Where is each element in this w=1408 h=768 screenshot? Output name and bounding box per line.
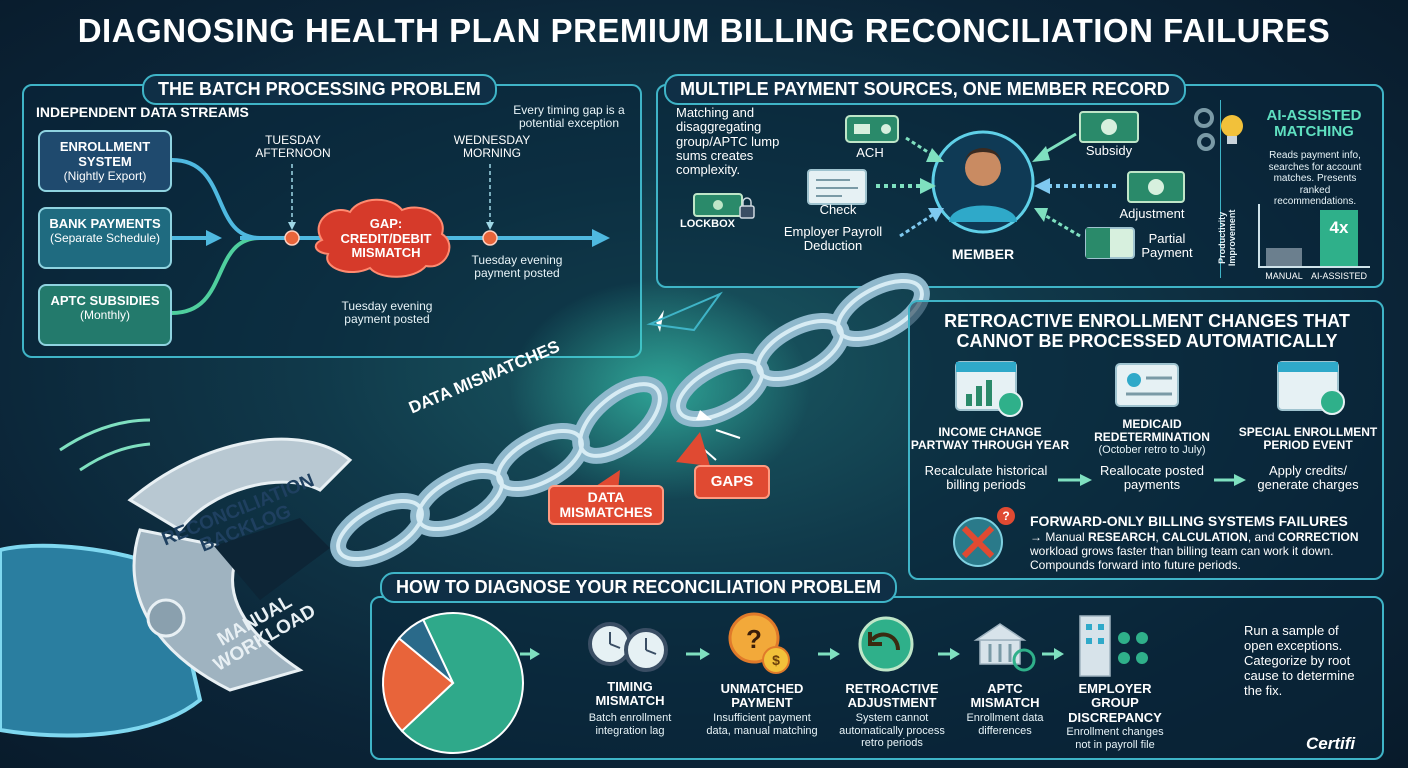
bar-manual: [1266, 248, 1302, 266]
retro-action-reallocate: Reallocate posted payments: [1099, 463, 1205, 493]
retro-action-credits: Apply credits/ generate charges: [1257, 463, 1359, 493]
tuesday-label: TUESDAY AFTERNOON: [255, 133, 331, 161]
retro-icons: [955, 361, 1345, 417]
stream-bank: BANK PAYMENTS (Separate Schedule): [38, 207, 172, 269]
ai-axis-label: Productivity Improvement: [1217, 209, 1237, 267]
partial-label: Partial Payment: [1141, 231, 1193, 261]
retro-arrows: [1058, 474, 1246, 486]
batch-heading: THE BATCH PROCESSING PROBLEM: [142, 74, 497, 105]
subsidy-label: Subsidy: [1085, 143, 1133, 158]
pie-slice-0: [400, 612, 524, 754]
streams-label: INDEPENDENT DATA STREAMS: [36, 104, 249, 120]
root-cause-pie: [382, 612, 524, 754]
chain-illustration: [0, 272, 930, 738]
payments-intro: Matching and disaggregating group/APTC l…: [676, 105, 780, 178]
check-label: Check: [819, 202, 857, 217]
ai-chart-baseline: [1258, 266, 1370, 268]
step-retro-sub: System cannot automatically process retr…: [839, 712, 945, 750]
gap-cloud-label: GAP: CREDIT/DEBIT MISMATCH: [340, 216, 432, 261]
step-timing-title: TIMING MISMATCH: [595, 679, 665, 709]
retro-event-income: INCOME CHANGE PARTWAY THROUGH YEAR: [910, 425, 1070, 453]
diagnose-advice: Run a sample of open exceptions. Categor…: [1244, 623, 1355, 698]
fail-title: FORWARD-ONLY BILLING SYSTEMS FAILURES: [1030, 513, 1348, 529]
step-employer-title: EMPLOYER GROUP DISCREPANCY: [1068, 681, 1162, 725]
step-employer-sub: Enrollment changes not in payroll file: [1066, 726, 1164, 751]
svg-text:?: ?: [746, 624, 762, 654]
adjustment-label: Adjustment: [1119, 206, 1185, 221]
step-timing-sub: Batch enrollment integration lag: [588, 712, 672, 737]
bar-ai: [1320, 210, 1358, 266]
ai-chart-axis: [1258, 204, 1260, 268]
gaps-tag: GAPS: [694, 465, 770, 499]
fail-desc: → Manual RESEARCH, CALCULATION, and CORR…: [1030, 530, 1359, 572]
svg-text:?: ?: [1002, 509, 1009, 523]
retro-event-medicaid-sub: (October retro to July): [1098, 444, 1206, 456]
wednesday-label: WEDNESDAY MORNING: [453, 133, 531, 161]
fail-arrow-icon: →: [1030, 530, 1046, 544]
posted-below: Tuesday evening payment posted: [341, 299, 433, 327]
fail-x-icon: ?: [953, 507, 1015, 567]
gear-bulb-icon: [1194, 108, 1243, 151]
brand-logo: Certifi: [1306, 734, 1356, 753]
stream-aptc: APTC SUBSIDIES (Monthly): [38, 284, 172, 346]
step-unmatched-sub: Insufficient payment data, manual matchi…: [706, 712, 818, 737]
step-aptc-title: APTC MISMATCH: [970, 681, 1040, 711]
diagnose-heading: HOW TO DIAGNOSE YOUR RECONCILIATION PROB…: [380, 572, 898, 603]
payments-heading: MULTIPLE PAYMENT SOURCES, ONE MEMBER REC…: [664, 74, 1186, 105]
retro-action-recalc: Recalculate historical billing periods: [924, 463, 1048, 493]
lockbox-label: LOCKBOX: [680, 218, 735, 230]
batch-flow-lines: [171, 158, 610, 315]
step-unmatched-title: UNMATCHED PAYMENT: [720, 681, 804, 711]
bar-ai-label: AI-ASSISTED: [1310, 271, 1367, 281]
posted-right: Tuesday evening payment posted: [471, 253, 563, 281]
employer-label: Employer Payroll Deduction: [783, 224, 883, 254]
pie-slice-1: [382, 636, 455, 733]
retro-heading: RETROACTIVE ENROLLMENT CHANGES THAT CANN…: [944, 311, 1350, 351]
ai-desc: Reads payment info, searches for account…: [1268, 150, 1362, 207]
svg-text:$: $: [772, 652, 780, 668]
diagnose-step-icons: ? $: [588, 612, 1148, 677]
ach-label: ACH: [856, 145, 884, 160]
step-retro-title: RETROACTIVE ADJUSTMENT: [845, 681, 939, 711]
retro-event-medicaid: MEDICAID REDETERMINATION: [1094, 417, 1210, 445]
bar-manual-label: MANUAL: [1265, 271, 1303, 281]
payment-icons: [693, 111, 1185, 259]
ai-title: AI-ASSISTED MATCHING: [1266, 107, 1362, 140]
data-mismatches-tag: DATA MISMATCHES: [548, 485, 664, 525]
page-title: DIAGNOSING HEALTH PLAN PREMIUM BILLING R…: [77, 12, 1331, 49]
member-label: MEMBER: [951, 246, 1015, 262]
ai-divider: [1220, 100, 1221, 278]
timing-gap-note: Every timing gap is a potential exceptio…: [513, 103, 625, 131]
step-aptc-sub: Enrollment data differences: [966, 712, 1044, 737]
retro-event-sep: SPECIAL ENROLLMENT PERIOD EVENT: [1238, 425, 1378, 453]
pie-slice-2: [397, 618, 454, 684]
stream-enrollment: ENROLLMENT SYSTEM (Nightly Export): [38, 130, 172, 192]
diagnose-flow-arrows: [520, 648, 1064, 660]
ai-value: 4x: [1329, 218, 1349, 237]
